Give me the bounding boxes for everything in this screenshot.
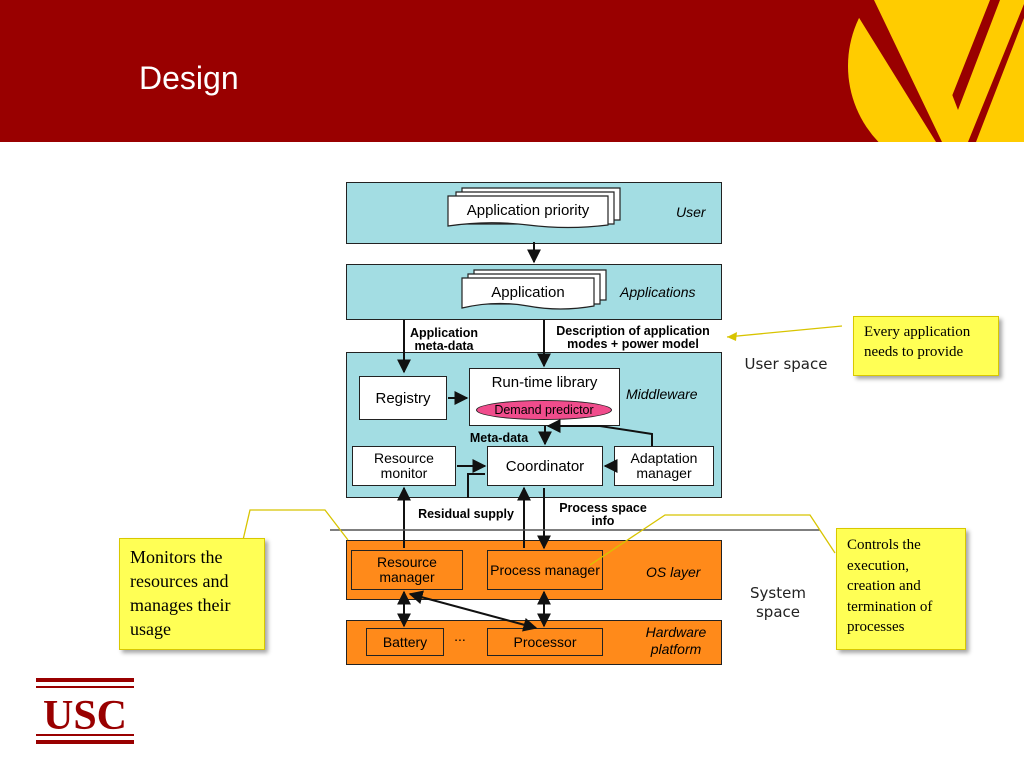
usc-logo-text: USC: [43, 693, 127, 739]
hardware-ellipsis: ...: [454, 628, 466, 644]
resource-monitor-box: Resource monitor: [352, 446, 456, 486]
applications-layer-label: Applications: [620, 284, 696, 300]
app-priority-stack-icon: [447, 187, 621, 229]
hardware-layer-label: Hardware platform: [645, 624, 707, 657]
user-space-label: User space: [744, 355, 828, 373]
app-priority-box: Application priority: [466, 201, 590, 219]
residual-supply-label: Residual supply: [418, 507, 514, 521]
runtime-library-label: Run-time library: [491, 374, 598, 391]
university-logo-icon: [848, 0, 1024, 142]
controls-callout: Controls the execution, creation and ter…: [836, 528, 966, 650]
user-layer-label: User: [676, 204, 706, 220]
slide-header: Design: [0, 0, 1024, 142]
diagram-arrows: [397, 242, 653, 632]
slide-title: Design: [139, 60, 239, 96]
middleware-layer-label: Middleware: [626, 386, 698, 402]
app-meta-data-label: Application meta-data: [409, 326, 479, 353]
application-box: Application: [491, 283, 565, 301]
demand-predictor-ellipse: Demand predictor: [476, 400, 612, 420]
registry-box: Registry: [359, 376, 447, 420]
processor-box: Processor: [487, 628, 603, 656]
monitors-callout: Monitors the resources and manages their…: [119, 538, 265, 650]
process-space-info-label: Process space info: [559, 501, 647, 528]
usc-logo-icon: USC: [36, 678, 134, 744]
description-label: Description of application modes + power…: [556, 324, 710, 351]
resource-manager-box: Resource manager: [351, 550, 463, 590]
system-space-label: System space: [750, 584, 806, 621]
process-manager-box: Process manager: [487, 550, 603, 590]
adaptation-manager-box: Adaptation manager: [614, 446, 714, 486]
application-stack-icon: [461, 269, 607, 310]
architecture-diagram: Application priority User Application Ap…: [340, 176, 730, 671]
os-layer-label: OS layer: [646, 564, 701, 580]
every-application-callout: Every application needs to provide: [853, 316, 999, 376]
coordinator-box: Coordinator: [487, 446, 603, 486]
battery-box: Battery: [366, 628, 444, 656]
meta-data-label: Meta-data: [469, 431, 529, 445]
